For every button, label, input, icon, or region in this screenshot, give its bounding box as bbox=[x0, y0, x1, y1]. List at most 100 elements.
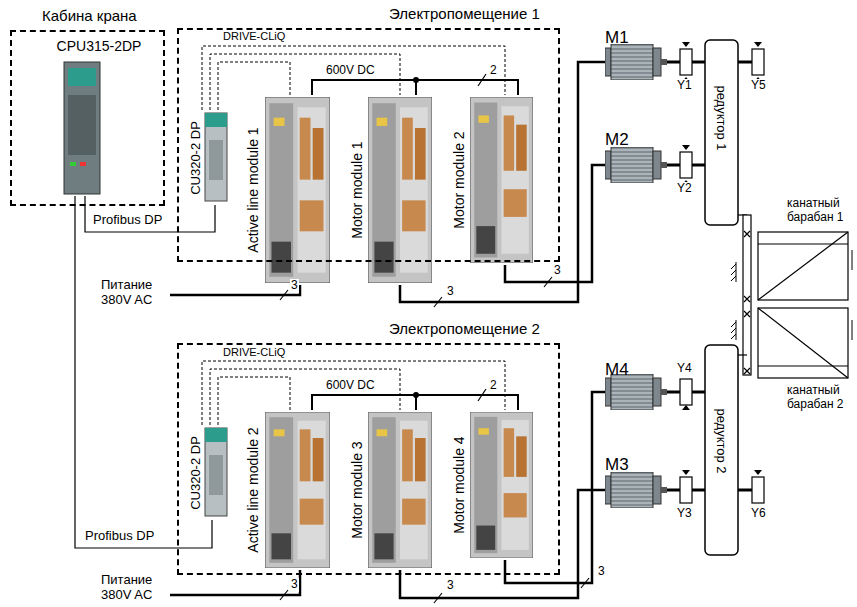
power-wire bbox=[170, 285, 300, 295]
module-label: Active line module 2 bbox=[245, 427, 261, 552]
dc-bus bbox=[416, 80, 518, 95]
bus-voltage: 600V DC bbox=[325, 64, 376, 78]
brake-label: Y4 bbox=[676, 362, 693, 376]
rope-drum bbox=[758, 308, 848, 378]
drum-label: канатный барабан 1 bbox=[786, 197, 854, 225]
wire-count: 3 bbox=[446, 285, 455, 299]
wire-count: 3 bbox=[446, 579, 455, 593]
control-unit-image bbox=[205, 428, 227, 442]
gearbox bbox=[705, 40, 738, 225]
drive-cliq-line bbox=[202, 46, 505, 110]
motor-cable bbox=[400, 62, 605, 302]
motor: M4 bbox=[605, 360, 663, 422]
drive-module: Active line module 1 bbox=[243, 95, 333, 285]
wire-count: 2 bbox=[489, 379, 498, 393]
plc-image bbox=[80, 162, 86, 166]
module-image bbox=[470, 97, 533, 263]
wire-count: 2 bbox=[489, 64, 498, 78]
drive-module: Motor module 3 bbox=[348, 410, 434, 570]
drive-cliq-line bbox=[218, 62, 290, 110]
power-label: Питание 380V AC bbox=[100, 573, 166, 603]
plc-image bbox=[64, 62, 100, 194]
module-label: Motor module 3 bbox=[349, 441, 365, 538]
control-unit-image bbox=[205, 428, 227, 516]
module-image bbox=[265, 412, 330, 568]
wire-count: 3 bbox=[553, 264, 562, 278]
module-label: CU320-2 DP bbox=[189, 121, 204, 195]
bearing-support bbox=[731, 264, 736, 281]
profibus-line bbox=[85, 196, 215, 232]
brake-label: Y3 bbox=[676, 507, 693, 521]
motor-label: M4 bbox=[605, 360, 629, 380]
motor-image bbox=[605, 472, 667, 508]
room-title: Электропомещение 1 bbox=[389, 5, 540, 22]
brake-arrow bbox=[754, 42, 762, 47]
brake-label: Y2 bbox=[676, 182, 693, 196]
motor-cable bbox=[505, 165, 605, 282]
brake-label: Y1 bbox=[676, 79, 693, 93]
drive-module: Active line module 2 bbox=[243, 410, 333, 570]
control-unit-image bbox=[209, 140, 223, 180]
wire-count-slash bbox=[280, 590, 288, 600]
room-outline: Электропомещение 2CU320-2 DPActive line … bbox=[177, 343, 560, 575]
plc-device: CPU315-2DP bbox=[40, 36, 158, 196]
shaft bbox=[738, 489, 752, 492]
drive-module: Motor module 1 bbox=[348, 95, 434, 285]
drive-module: Motor module 2 bbox=[450, 95, 536, 265]
control-unit: CU320-2 DP bbox=[188, 110, 230, 205]
wire-count: 3 bbox=[290, 279, 299, 293]
brake-label: Y6 bbox=[750, 507, 767, 521]
control-unit-image bbox=[205, 113, 227, 127]
motor-cable bbox=[505, 392, 605, 583]
bearing-support bbox=[852, 320, 853, 340]
profibus-line bbox=[75, 196, 212, 548]
brake-arrow bbox=[682, 470, 690, 475]
motor-image bbox=[605, 44, 667, 508]
plc-image bbox=[68, 95, 96, 155]
rope-drum bbox=[758, 232, 848, 300]
motor: M3 bbox=[605, 455, 663, 517]
wire-count: 3 bbox=[290, 578, 299, 592]
module-image bbox=[368, 412, 432, 568]
shaft bbox=[667, 62, 752, 490]
room-title: Электропомещение 2 bbox=[389, 320, 540, 337]
module-image bbox=[368, 97, 432, 283]
device-label: CPU315-2DP bbox=[40, 38, 158, 54]
motor-image bbox=[605, 147, 667, 183]
module-image bbox=[470, 412, 533, 558]
dc-bus bbox=[312, 80, 416, 95]
gearbox bbox=[705, 345, 738, 555]
brake bbox=[680, 477, 692, 503]
plc-image bbox=[64, 62, 100, 194]
module-label: Motor module 1 bbox=[349, 141, 365, 238]
rope-drum bbox=[758, 232, 848, 378]
dc-bus bbox=[416, 395, 518, 410]
motor: M1 bbox=[605, 28, 663, 90]
rope-drum bbox=[758, 243, 848, 244]
signal-name: DRIVE-CLiQ bbox=[222, 30, 286, 43]
plc-image bbox=[70, 162, 76, 166]
brake-arrow bbox=[754, 470, 762, 475]
bearing-support bbox=[731, 322, 736, 339]
bus-name: Profibus DP bbox=[84, 529, 155, 544]
rope-drum bbox=[758, 308, 848, 378]
brake bbox=[680, 379, 692, 405]
drive-cliq-line bbox=[202, 361, 505, 425]
bus-junction bbox=[413, 77, 419, 398]
drive-cliq-line bbox=[210, 369, 400, 425]
room-outline: Кабина кранаCPU315-2DP bbox=[10, 30, 165, 206]
brake bbox=[752, 477, 764, 503]
bus-voltage: 600V DC bbox=[325, 379, 376, 393]
bus-name: Profibus DP bbox=[92, 213, 163, 228]
module-label: Active line module 1 bbox=[245, 127, 261, 252]
module-label: CU320-2 DP bbox=[189, 436, 204, 510]
control-unit-image bbox=[205, 113, 227, 201]
brake-arrow bbox=[682, 405, 690, 410]
module-label: Motor module 2 bbox=[451, 131, 467, 228]
control-unit-image bbox=[205, 113, 227, 516]
plc-image bbox=[68, 68, 96, 86]
brake bbox=[680, 49, 692, 75]
bearing-support bbox=[731, 250, 852, 340]
motor-label: M3 bbox=[605, 455, 629, 475]
motor-label: M2 bbox=[605, 130, 629, 150]
